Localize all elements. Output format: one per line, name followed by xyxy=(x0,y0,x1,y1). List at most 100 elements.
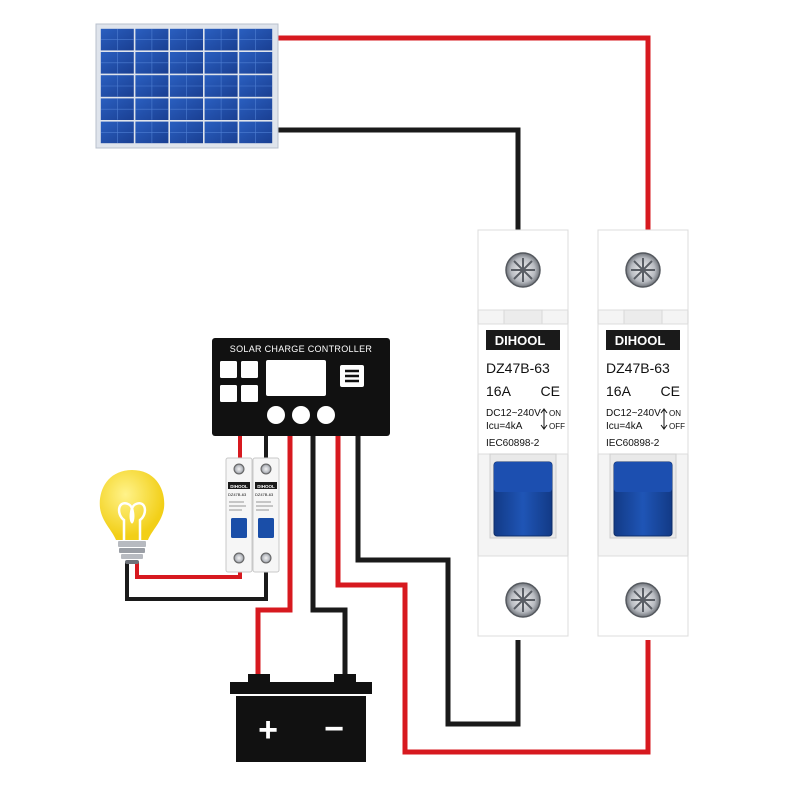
on-off-arrow-icon xyxy=(660,408,668,430)
small-model: DZ47B-63 xyxy=(255,492,274,497)
screw-slot xyxy=(511,258,535,282)
solar-cell-busbar xyxy=(101,98,134,120)
solar-cell-busbar xyxy=(170,98,203,120)
ce-mark: CE xyxy=(661,383,680,399)
small-terminal-screw-icon xyxy=(233,552,245,564)
small-breaker-print xyxy=(229,501,246,511)
controller-key-2[interactable] xyxy=(241,361,258,378)
solar-cell-busbar xyxy=(135,52,169,74)
breaker-model: DZ47B-63 xyxy=(486,360,550,376)
small-model: DZ47B-63 xyxy=(228,492,247,497)
bulb-filament xyxy=(117,502,147,540)
controller-key-1[interactable] xyxy=(220,361,237,378)
small-breaker-b: DIHOOL DZ47B-63 xyxy=(252,457,280,573)
solar-cell-busbar xyxy=(101,121,134,143)
light-bulb-icon xyxy=(99,470,165,564)
solar-cell-busbar xyxy=(204,98,238,120)
battery-minus-label: − xyxy=(324,710,344,748)
breaker-to-lamp-positive-wire xyxy=(135,562,242,579)
controller-display xyxy=(266,360,326,396)
brand-name: DIHOOL xyxy=(615,333,666,348)
controller-key-3[interactable] xyxy=(220,385,237,402)
small-terminal-screw-icon xyxy=(233,463,245,475)
controller-button-3[interactable] xyxy=(317,406,335,424)
small-terminal-screw-icon xyxy=(260,463,272,475)
controller-key-4[interactable] xyxy=(241,385,258,402)
solar-cell-busbar xyxy=(170,52,203,74)
solar-cell-busbar xyxy=(204,75,238,97)
solar-cell-busbar xyxy=(204,52,238,74)
panel-positive-wire xyxy=(276,35,651,232)
small-brand-badge xyxy=(255,482,277,489)
solar-cell-busbar xyxy=(239,29,272,51)
controller-button-2[interactable] xyxy=(292,406,310,424)
bulb-base xyxy=(118,541,146,547)
solar-cell-busbar xyxy=(239,52,272,74)
solar-cell-busbar xyxy=(135,29,169,51)
solar-cell-busbar xyxy=(135,98,169,120)
solar-cell-busbar xyxy=(239,75,272,97)
off-label: OFF xyxy=(669,422,685,431)
controller-to-battery-positive-wire xyxy=(255,432,293,682)
breaker-neck xyxy=(503,309,543,325)
bulb-base xyxy=(121,554,143,559)
controller-to-left-breaker-wire xyxy=(355,432,521,727)
ce-mark: CE xyxy=(541,383,560,399)
menu-icon xyxy=(345,369,359,383)
breaker-rating: 16A xyxy=(606,383,632,399)
solar-panel xyxy=(95,23,279,149)
breaker-icu: Icu=4kA xyxy=(486,421,523,432)
solar-cell-busbar xyxy=(170,75,203,97)
breaker-icu: Icu=4kA xyxy=(606,421,643,432)
bulb-tip xyxy=(125,560,139,564)
solar-cell-busbar xyxy=(204,29,238,51)
off-label: OFF xyxy=(549,422,565,431)
solar-cell-busbar xyxy=(170,121,203,143)
breaker-voltage: DC12~240V xyxy=(606,408,661,419)
small-terminal-screw-icon xyxy=(260,552,272,564)
breaker-to-lamp-negative-wire xyxy=(125,562,268,601)
breaker-handle-top xyxy=(614,462,672,492)
small-breaker-a: DIHOOL DZ47B-63 xyxy=(225,457,253,573)
solar-cell-busbar xyxy=(239,98,272,120)
bulb-glass xyxy=(99,470,165,540)
battery-top xyxy=(230,682,372,694)
solar-cell-busbar xyxy=(101,29,134,51)
controller-title: SOLAR CHARGE CONTROLLER xyxy=(230,344,373,354)
solar-cell-busbar xyxy=(239,121,272,143)
brand-name: DIHOOL xyxy=(495,333,546,348)
brand-badge xyxy=(606,330,680,350)
bulb-base xyxy=(119,548,145,553)
breaker-right: DIHOOL DZ47B-63 16A CE DC12~240V Icu=4kA… xyxy=(597,229,689,637)
brand-badge xyxy=(486,330,560,350)
breaker-standard: IEC60898-2 xyxy=(486,438,540,449)
on-label: ON xyxy=(549,409,561,418)
breaker-left: DIHOOL DZ47B-63 16A CE DC12~240V Icu=4kA… xyxy=(477,229,569,637)
on-off-arrow-icon xyxy=(540,408,548,430)
small-breaker-print xyxy=(256,501,273,511)
small-breaker-handle[interactable] xyxy=(231,518,247,538)
small-breaker-handle[interactable] xyxy=(258,518,274,538)
screw-slot xyxy=(631,588,655,612)
breaker-voltage: DC12~240V xyxy=(486,408,541,419)
small-brand-name: DIHOOL xyxy=(230,484,248,489)
solar-cell-busbar xyxy=(135,75,169,97)
small-brand-badge xyxy=(228,482,250,489)
battery-body xyxy=(236,696,366,762)
solar-cell-busbar xyxy=(135,121,169,143)
controller-button-1[interactable] xyxy=(267,406,285,424)
breaker-handle-top xyxy=(494,462,552,492)
battery-positive-terminal xyxy=(248,674,270,684)
on-label: ON xyxy=(669,409,681,418)
battery-negative-terminal xyxy=(334,674,356,684)
controller-to-right-breaker-wire xyxy=(335,432,651,755)
solar-cell-busbar xyxy=(170,29,203,51)
solar-cell-busbar xyxy=(204,121,238,143)
panel-negative-wire xyxy=(276,127,521,232)
breaker-neck xyxy=(623,309,663,325)
breaker-model: DZ47B-63 xyxy=(606,360,670,376)
solar-cell-busbar xyxy=(101,52,134,74)
controller-to-battery-negative-wire xyxy=(310,432,348,682)
screw-slot xyxy=(511,588,535,612)
